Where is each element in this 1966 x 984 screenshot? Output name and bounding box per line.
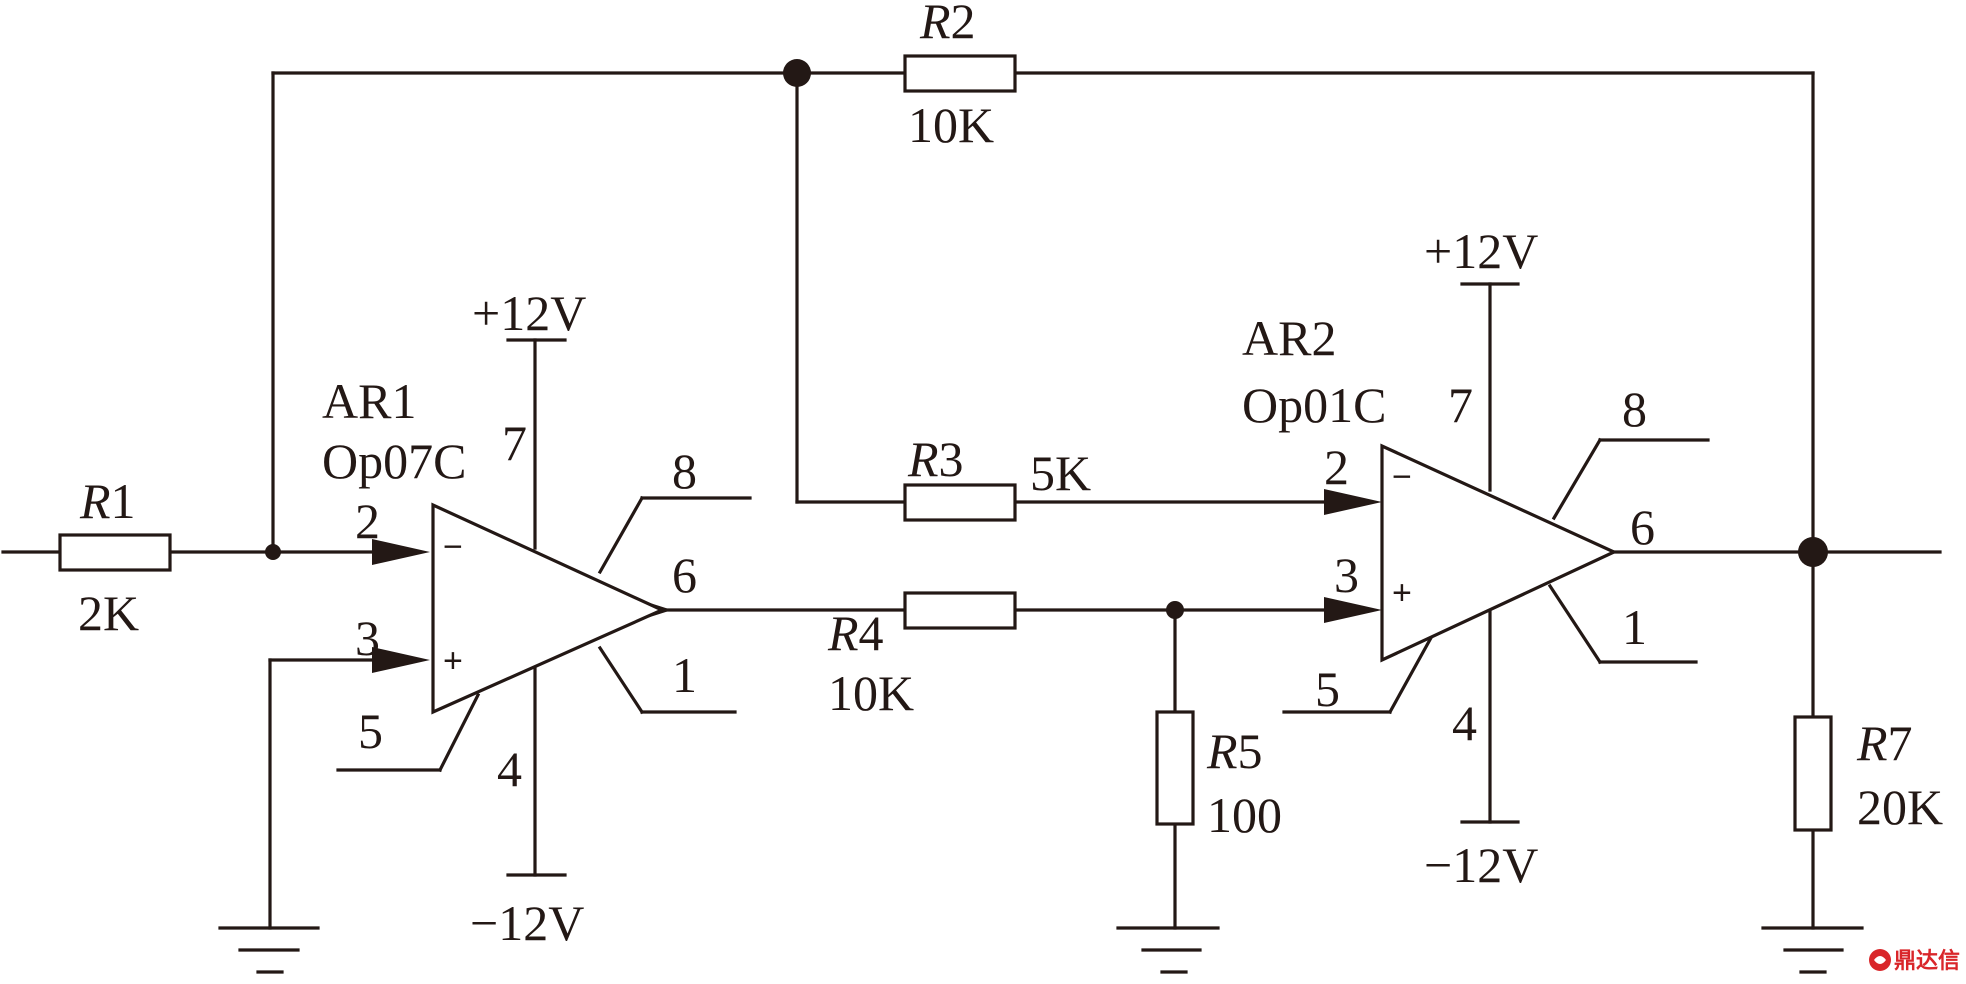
label-r7: R7 20K bbox=[1856, 715, 1943, 835]
ar2-triangle bbox=[1380, 443, 1618, 663]
r1-number: 1 bbox=[111, 473, 136, 529]
r4-value: 10K bbox=[828, 665, 914, 721]
ar1-pin-7: 7 bbox=[502, 415, 527, 471]
watermark: 鼎达信 bbox=[1869, 948, 1960, 974]
ar1-pin-3: 3 bbox=[355, 610, 380, 666]
r3-value: 5K bbox=[1030, 445, 1091, 501]
r1-body bbox=[58, 533, 172, 572]
dingdaxin-logo-icon bbox=[1869, 949, 1891, 971]
ground-ar1-pin3 bbox=[218, 926, 320, 974]
labels-ar1: AR1 Op07C +12V −12V 7 2 3 5 4 8 6 1 bbox=[322, 285, 697, 951]
r3-prefix: R bbox=[907, 431, 939, 487]
ar1-plus-sign: + bbox=[443, 642, 463, 680]
ar2-pin-7: 7 bbox=[1448, 377, 1473, 433]
resistor-bodies bbox=[58, 54, 1833, 832]
ar2-name: AR2 bbox=[1242, 310, 1336, 366]
r5-number: 5 bbox=[1238, 723, 1263, 779]
svg-text:R7: R7 bbox=[1856, 715, 1913, 771]
svg-text:R1: R1 bbox=[79, 473, 136, 529]
junction-r1-node bbox=[265, 544, 281, 560]
r4-body bbox=[903, 591, 1017, 630]
r7-body bbox=[1793, 715, 1833, 832]
label-r2: R2 10K bbox=[908, 0, 994, 153]
ar1-pin2-arrow bbox=[372, 539, 430, 565]
svg-text:R5: R5 bbox=[1206, 723, 1263, 779]
ground-r7 bbox=[1761, 926, 1864, 974]
ar2-pin2-arrow bbox=[1324, 489, 1382, 515]
r2-prefix: R bbox=[919, 0, 951, 49]
junction-output-node bbox=[1798, 537, 1828, 567]
svg-text:R4: R4 bbox=[827, 605, 884, 661]
ar1-pin-5: 5 bbox=[358, 703, 383, 759]
ar2-plus-sign: + bbox=[1392, 574, 1412, 612]
ar2-pin-1: 1 bbox=[1622, 599, 1647, 655]
ar2-pin-6: 6 bbox=[1630, 499, 1655, 555]
svg-text:R2: R2 bbox=[919, 0, 976, 49]
r3-body bbox=[903, 483, 1017, 522]
ar1-triangle bbox=[431, 502, 666, 715]
label-r5: R5 100 bbox=[1206, 723, 1282, 843]
ar1-pin-1: 1 bbox=[672, 647, 697, 703]
ar1-name: AR1 bbox=[322, 373, 416, 429]
r2-value: 10K bbox=[908, 97, 994, 153]
ar2-vpos: +12V bbox=[1424, 223, 1538, 279]
op-amp-ar1: − + bbox=[431, 502, 666, 715]
r4-number: 4 bbox=[859, 605, 884, 661]
r7-number: 7 bbox=[1888, 715, 1913, 771]
junction-r2-node bbox=[783, 59, 811, 87]
ar1-pin-2: 2 bbox=[355, 493, 380, 549]
ar2-pin-2: 2 bbox=[1324, 439, 1349, 495]
r2-number: 2 bbox=[951, 0, 976, 49]
junction-r4-r5-node bbox=[1166, 601, 1184, 619]
ar2-part: Op01C bbox=[1242, 377, 1386, 433]
ar1-minus-sign: − bbox=[443, 528, 463, 566]
ar2-pin3-arrow bbox=[1324, 597, 1382, 623]
ar2-pin-8: 8 bbox=[1622, 381, 1647, 437]
r7-value: 20K bbox=[1857, 779, 1943, 835]
ar2-pin-4: 4 bbox=[1452, 695, 1477, 751]
ar1-pin-8: 8 bbox=[672, 443, 697, 499]
label-r3: R3 5K bbox=[907, 431, 1091, 501]
ar1-pin-6: 6 bbox=[672, 547, 697, 603]
r7-prefix: R bbox=[1856, 715, 1888, 771]
labels-ar2: AR2 Op01C +12V −12V 7 2 3 5 4 8 6 1 bbox=[1242, 223, 1655, 893]
r1-prefix: R bbox=[79, 473, 111, 529]
ar1-pin-4: 4 bbox=[497, 741, 522, 797]
ar1-vpos: +12V bbox=[472, 285, 586, 341]
label-r1: R1 2K bbox=[78, 473, 139, 641]
op-amp-ar2: − + bbox=[1380, 443, 1618, 663]
label-r4: R4 10K bbox=[827, 605, 914, 721]
r5-body bbox=[1155, 710, 1195, 826]
svg-text:R3: R3 bbox=[907, 431, 964, 487]
ar1-pin3-arrow bbox=[372, 647, 430, 673]
ar2-pin-5: 5 bbox=[1315, 661, 1340, 717]
ar1-vneg: −12V bbox=[470, 895, 584, 951]
ar2-pin-3: 3 bbox=[1334, 547, 1359, 603]
r4-prefix: R bbox=[827, 605, 859, 661]
r1-value: 2K bbox=[78, 585, 139, 641]
watermark-text: 鼎达信 bbox=[1894, 948, 1960, 974]
r2-body bbox=[903, 54, 1017, 93]
junctions bbox=[265, 59, 1828, 619]
ar2-minus-sign: − bbox=[1392, 458, 1412, 496]
r5-value: 100 bbox=[1207, 787, 1282, 843]
ground-r5 bbox=[1116, 926, 1220, 974]
r5-prefix: R bbox=[1206, 723, 1238, 779]
r3-number: 3 bbox=[939, 431, 964, 487]
ar2-vneg: −12V bbox=[1424, 837, 1538, 893]
ar1-part: Op07C bbox=[322, 433, 466, 489]
